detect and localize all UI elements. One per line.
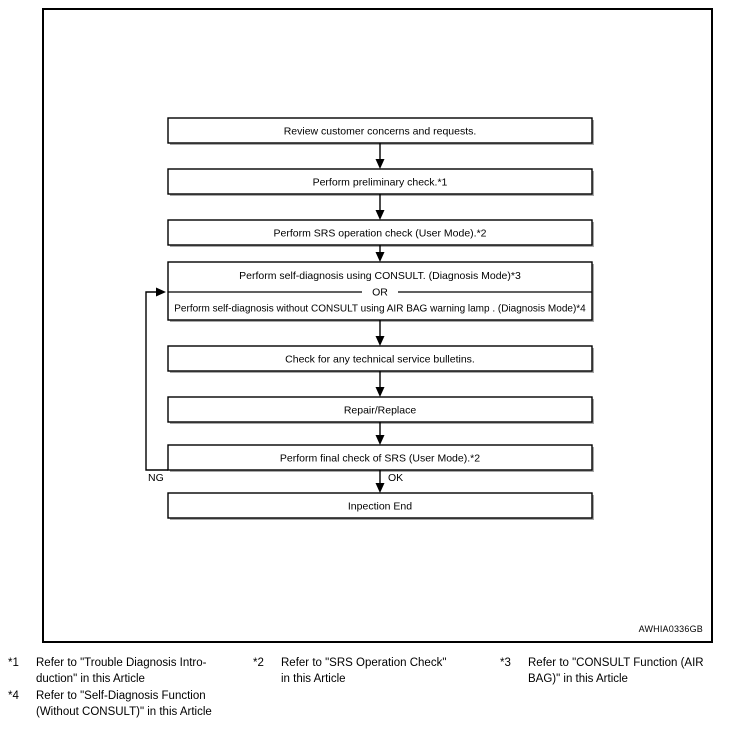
box-outline [167,396,593,423]
footnote-1: *1 Refer to "Trouble Diagnosis Intro- du… [8,656,248,687]
footnote-text: Refer to "CONSULT Function (AIR BAG)" in… [528,657,704,685]
connector-review-to-preliminary [375,143,385,169]
flow-node-inspection-end: Inpection End [167,492,594,520]
box-outline [167,444,593,471]
box-outline [167,345,593,372]
footnote-marker: *3 [500,657,511,669]
or-label: OR [372,286,388,298]
box-outline [167,219,593,246]
connector-final-check-to-inspection-end: OK [375,470,403,493]
flow-node-review: Review customer concerns and requests. [167,117,594,145]
connector-ng-feedback: NG [145,287,168,484]
flow-node-label: Perform preliminary check.*1 [313,176,448,188]
flow-node-preliminary: Perform preliminary check.*1 [167,168,594,196]
diagram-code: AWHIA0336GB [639,624,703,634]
footnote-3: *3 Refer to "CONSULT Function (AIR BAG)"… [500,656,738,687]
flow-node-bulletins: Check for any technical service bulletin… [167,345,594,373]
footnote-4: *4 Refer to "Self-Diagnosis Function (Wi… [8,689,258,720]
flow-node-srs-check: Perform SRS operation check (User Mode).… [167,219,594,247]
flow-node-label: Repair/Replace [344,404,417,416]
footnote-marker: *2 [253,657,264,669]
footnotes: *1 Refer to "Trouble Diagnosis Intro- du… [0,652,743,735]
connector-srs-check-to-self-diagnosis [375,245,385,262]
flow-node-repair: Repair/Replace [167,396,594,424]
flow-node-final-check: Perform final check of SRS (User Mode).*… [167,444,594,472]
box-outline [167,261,593,321]
flowchart: Review customer concerns and requests. P… [145,117,703,634]
box-outline [167,492,593,519]
flow-node-self-diagnosis-or-block: Perform self-diagnosis using CONSULT. (D… [167,261,594,322]
footnote-text: Refer to "SRS Operation Check" in this A… [281,657,447,685]
footnote-2: *2 Refer to "SRS Operation Check" in thi… [253,656,493,687]
footnote-text: Refer to "Self-Diagnosis Function (Witho… [36,690,212,718]
ng-label: NG [148,472,164,484]
footnote-marker: *1 [8,657,19,669]
diagram-frame: Review customer concerns and requests. P… [42,8,713,643]
connector-repair-to-final-check [375,422,385,445]
flow-node-label: Perform final check of SRS (User Mode).*… [280,452,480,464]
connector-preliminary-to-srs-check [375,194,385,220]
flow-node-label: Perform SRS operation check (User Mode).… [274,227,487,239]
footnote-marker: *4 [8,690,19,702]
flow-node-label: Check for any technical service bulletin… [285,353,475,365]
flow-node-label-consult: Perform self-diagnosis using CONSULT. (D… [239,270,521,282]
flow-node-label: Inpection End [348,500,412,512]
ok-label: OK [388,472,403,484]
footnote-text: Refer to "Trouble Diagnosis Intro- ducti… [36,657,207,685]
box-outline [167,117,593,144]
connector-bulletins-to-repair [375,371,385,397]
connector-self-diagnosis-to-bulletins [375,320,385,346]
flow-node-label-without-consult: Perform self-diagnosis without CONSULT u… [174,304,586,315]
flow-node-label: Review customer concerns and requests. [284,125,477,137]
box-outline [167,168,593,195]
